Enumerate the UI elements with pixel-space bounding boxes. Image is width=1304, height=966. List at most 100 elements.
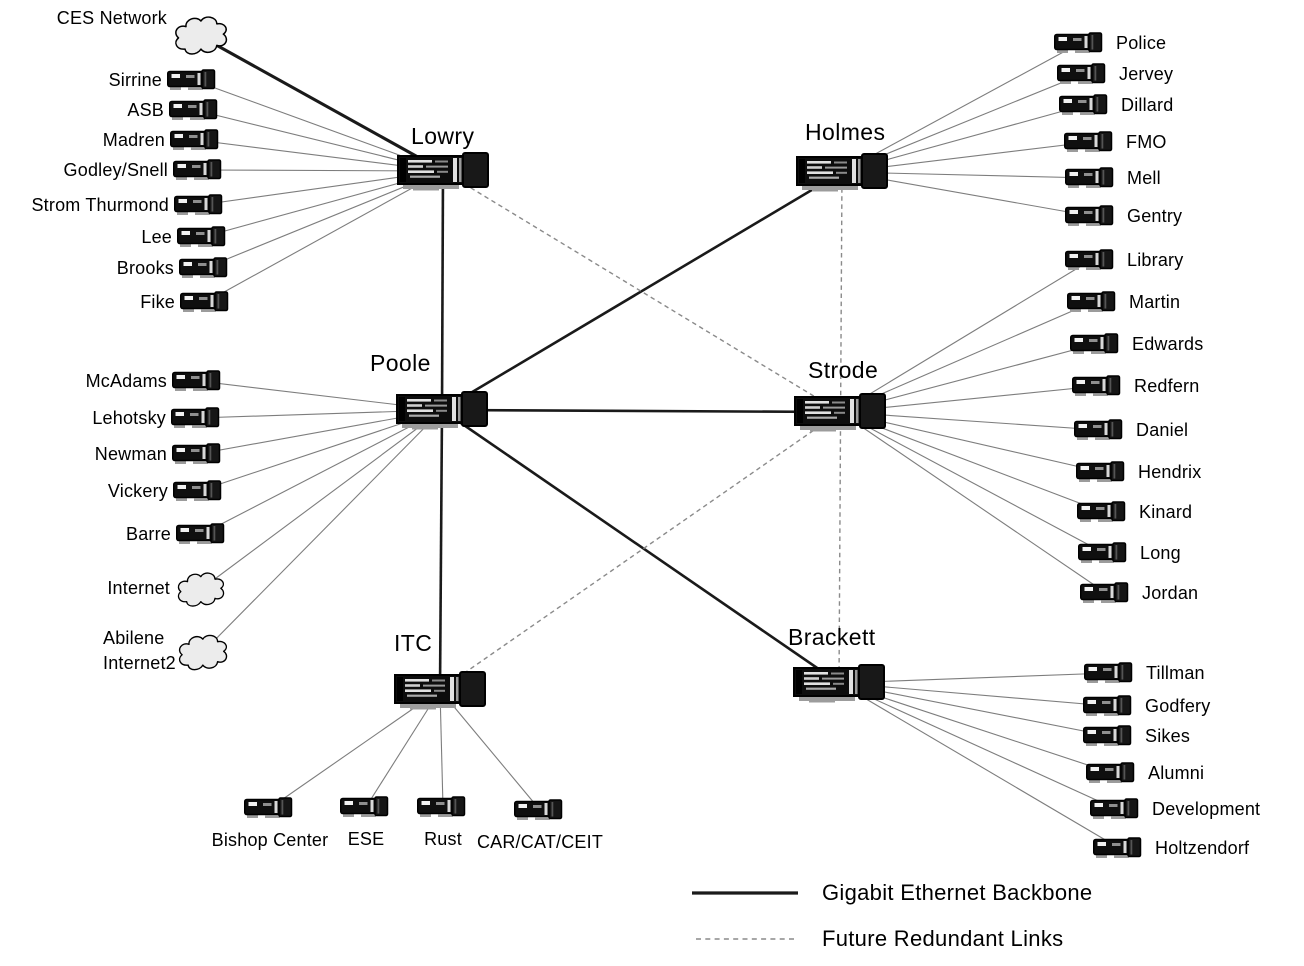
device-label-rust: Rust: [424, 829, 462, 849]
edge-poole-holmes: [441, 170, 843, 412]
link-itc-rust: [439, 689, 444, 808]
device-label-dillard: Dillard: [1121, 95, 1173, 115]
edge-poole-brackett: [441, 408, 840, 685]
switch-icon-redfern: [1072, 375, 1121, 397]
link-strode-jordan: [839, 411, 1107, 594]
device-label-godley-snell: Godley/Snell: [64, 160, 168, 180]
hub-label-poole: Poole: [370, 350, 431, 376]
switch-icon-lehotsky: [171, 407, 220, 429]
switch-icon-mell: [1065, 167, 1114, 189]
switch-icon-car-cat-ceit: [514, 799, 563, 821]
legend-item-backbone: Gigabit Ethernet Backbone: [690, 880, 1092, 906]
switch-icon-development: [1090, 798, 1139, 820]
device-label-kinard: Kinard: [1139, 502, 1192, 522]
hub-switch-icon-itc: [394, 671, 486, 710]
switch-icon-bishop-center: [244, 797, 293, 819]
edge-poole-strode: [441, 408, 841, 414]
dashed-line-swatch: [696, 938, 795, 940]
link-poole-abilene-internet2: [201, 409, 443, 654]
device-label-jordan: Jordan: [1142, 583, 1198, 603]
switch-icon-dillard: [1059, 94, 1108, 116]
switch-icon-hendrix: [1076, 461, 1125, 483]
switch-icon-vickery: [173, 480, 222, 502]
switch-icon-godley-snell: [173, 159, 222, 181]
device-label-madren: Madren: [103, 130, 165, 150]
switch-icon-barre: [176, 523, 225, 545]
edge-strode-itc: [439, 411, 841, 691]
link-lowry-ces-network: [199, 34, 444, 173]
device-label-bishop-center: Bishop Center: [212, 830, 329, 850]
icons-layer: [167, 16, 1142, 859]
switch-icon-godfery: [1083, 695, 1132, 717]
device-label-gentry: Gentry: [1127, 206, 1182, 226]
link-brackett-holtzendorf: [838, 682, 1120, 849]
device-label-alumni: Alumni: [1148, 763, 1204, 783]
switch-icon-lee: [177, 226, 226, 248]
device-label-martin: Martin: [1129, 292, 1180, 312]
device-label-jervey: Jervey: [1119, 64, 1173, 84]
switch-icon-edwards: [1070, 333, 1119, 355]
cloud-icon-ces-network: [175, 16, 228, 55]
hub-switch-icon-poole: [396, 391, 488, 430]
link-lowry-fike: [205, 170, 444, 303]
link-poole-barre: [201, 409, 443, 535]
link-poole-internet: [199, 409, 443, 591]
hub-switch-icon-strode: [794, 393, 886, 432]
device-label-mcadams: McAdams: [86, 371, 167, 391]
switch-icon-newman: [172, 443, 221, 465]
switch-icon-police: [1054, 32, 1103, 54]
device-label-fmo: FMO: [1126, 132, 1167, 152]
device-label-godfery: Godfery: [1145, 696, 1210, 716]
link-itc-bishop-center: [269, 689, 441, 809]
device-label-fike: Fike: [140, 292, 175, 312]
hub-switch-icon-brackett: [793, 664, 885, 703]
switch-icon-kinard: [1077, 501, 1126, 523]
switch-icon-sikes: [1083, 725, 1132, 747]
switch-icon-ese: [340, 796, 389, 818]
legend-label-future: Future Redundant Links: [822, 926, 1064, 951]
device-label-ese: ESE: [348, 829, 385, 849]
link-itc-car-cat-ceit: [439, 689, 541, 811]
switch-icon-rust: [417, 796, 466, 818]
switch-icon-asb: [169, 99, 218, 121]
device-label-ces-network: CES Network: [57, 8, 168, 28]
device-label-barre: Barre: [126, 524, 171, 544]
solid-line-swatch: [692, 891, 798, 895]
device-label-redfern: Redfern: [1134, 376, 1199, 396]
device-label-sikes: Sikes: [1145, 726, 1190, 746]
legend-label-backbone: Gigabit Ethernet Backbone: [822, 880, 1093, 905]
hub-label-brackett: Brackett: [788, 624, 876, 650]
device-label-strom-thurmond: Strom Thurmond: [31, 195, 169, 215]
device-label-library: Library: [1127, 250, 1183, 270]
switch-icon-alumni: [1086, 762, 1135, 784]
hub-switch-icon-holmes: [796, 153, 888, 192]
edges-layer: [192, 34, 1120, 849]
hub-label-lowry: Lowry: [411, 123, 474, 149]
switch-icon-tillman: [1084, 662, 1133, 684]
device-label-vickery: Vickery: [108, 481, 168, 501]
switch-icon-fike: [180, 291, 229, 313]
device-label-long: Long: [1140, 543, 1181, 563]
link-strode-library: [839, 259, 1092, 413]
switch-icon-jervey: [1057, 63, 1106, 85]
switch-icon-martin: [1067, 291, 1116, 313]
switch-icon-madren: [170, 129, 219, 151]
link-brackett-development: [838, 682, 1117, 810]
hub-label-itc: ITC: [394, 630, 432, 656]
device-label-holtzendorf: Holtzendorf: [1155, 838, 1250, 858]
switch-icon-jordan: [1080, 582, 1129, 604]
device-label-newman: Newman: [95, 444, 167, 464]
switch-icon-mcadams: [172, 370, 221, 392]
legend-item-future: Future Redundant Links: [690, 926, 1063, 952]
switch-icon-daniel: [1074, 419, 1123, 441]
switch-icon-library: [1065, 249, 1114, 271]
switch-icon-gentry: [1065, 205, 1114, 227]
device-label-internet: Internet: [107, 578, 170, 598]
switch-icon-strom-thurmond: [174, 194, 223, 216]
device-label-asb: ASB: [127, 100, 164, 120]
device-label-hendrix: Hendrix: [1138, 462, 1201, 482]
switch-icon-fmo: [1064, 131, 1113, 153]
